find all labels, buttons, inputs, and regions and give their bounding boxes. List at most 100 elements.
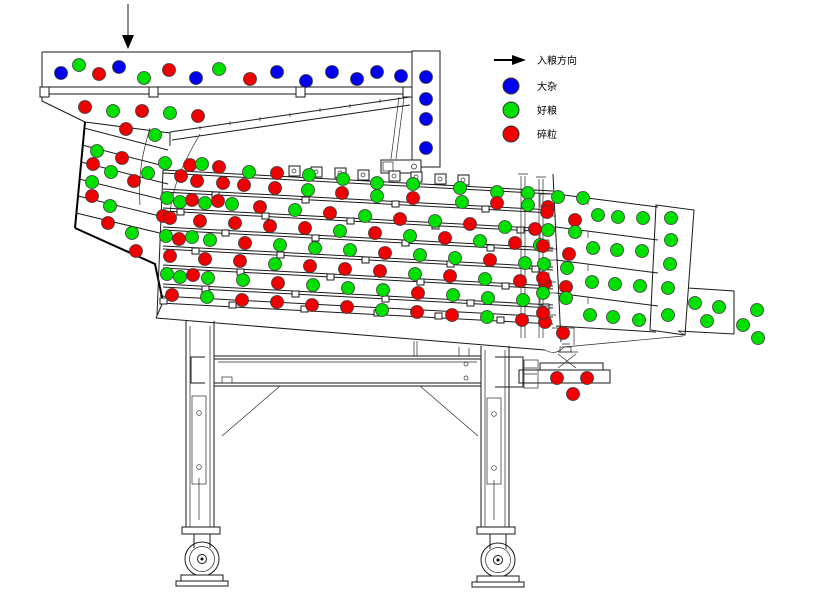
grain-particle [54,66,68,80]
grain-particle [288,203,302,217]
grain-particle [478,272,492,286]
grain-particle [137,71,151,85]
feed-arrow-icon [122,4,134,49]
grain-particle [585,275,599,289]
legend-good-grain-swatch [502,101,520,119]
grain-particle [201,271,215,285]
grain-particle [185,230,199,244]
right-leg [476,346,537,535]
grain-particle [323,206,337,220]
grain-particle [559,291,573,305]
grain-particle [736,318,750,332]
grain-particle [129,244,143,258]
grain-particle [513,274,527,288]
grain-particle [303,259,317,273]
grain-particle [305,298,319,312]
grain-particle [453,181,467,195]
grain-particle [125,226,139,240]
grain-particle [413,248,427,262]
grain-particle [419,141,433,155]
cross-beam [213,355,482,387]
vibrator-bolt [557,343,578,369]
legend-flow-arrow-icon [494,55,526,65]
oversize-discharge-box [380,50,441,174]
grain-particle [480,310,494,324]
grain-particle [540,205,554,219]
grain-particle [498,220,512,234]
grain-particle [521,198,535,212]
right-brace [419,385,479,437]
grain-particle [302,168,316,182]
legend-broken-grain-label: 碎粒 [537,128,557,141]
grain-particle [333,224,347,238]
grain-particle [104,165,118,179]
grain-particle [195,157,209,171]
grain-particle [268,257,282,271]
grain-particle [370,189,384,203]
grain-particle [325,65,339,79]
grain-particle [119,122,133,136]
right-caster-wheel [471,534,525,588]
grain-particle [299,74,313,88]
grain-particle [700,314,714,328]
grain-particle [606,310,620,324]
grain-particle [263,219,277,233]
grain-particle [212,62,226,76]
grain-particle [411,286,425,300]
grain-particle [78,100,92,114]
grain-particle [72,58,86,72]
grain-particle [591,208,605,222]
grain-particle [370,65,384,79]
grain-particle [270,65,284,79]
grain-particle [193,214,207,228]
grain-particle [536,239,550,253]
grain-particle [521,186,535,200]
grain-particle [162,63,176,77]
grain-particle [211,194,225,208]
grain-particle [340,300,354,314]
grain-particle [473,234,487,248]
grain-particle [688,296,702,310]
grain-particle [443,269,457,283]
grain-particle [664,233,678,247]
grain-particle [233,254,247,268]
grain-particle [406,191,420,205]
grain-particle [536,306,550,320]
grain-particle [101,216,115,230]
grain-particle [580,371,594,385]
grain-particle [198,196,212,210]
grain-particle [242,165,256,179]
legend-broken-grain-swatch [502,125,520,143]
grain-particle [586,241,600,255]
grain-particle [135,104,149,118]
grain-particle [408,267,422,281]
grain-particle [238,236,252,250]
grain-particle [568,213,582,227]
grain-particle [198,252,212,266]
left-brace [221,385,281,437]
grain-particle [378,246,392,260]
grain-particle [92,67,106,81]
legend-good-grain-label: 好粮 [537,104,557,117]
grain-particle [576,191,590,205]
grain-particle [550,371,564,385]
grain-particle [85,189,99,203]
grain-particle [661,308,675,322]
grain-particle [536,271,550,285]
grain-particle [528,222,542,236]
grain-particle [515,313,529,327]
grain-particle [216,176,230,190]
grain-particle [85,175,99,189]
grain-particle [158,156,172,170]
grain-particle [611,210,625,224]
grain-particle [270,166,284,180]
grain-particle [203,233,217,247]
grain-particle [393,212,407,226]
grain-particle [562,247,576,261]
grain-particle [445,308,459,322]
grain-particle [185,193,199,207]
grain-particle [712,300,726,314]
grain-particle [212,160,226,174]
grain-particle [481,291,495,305]
